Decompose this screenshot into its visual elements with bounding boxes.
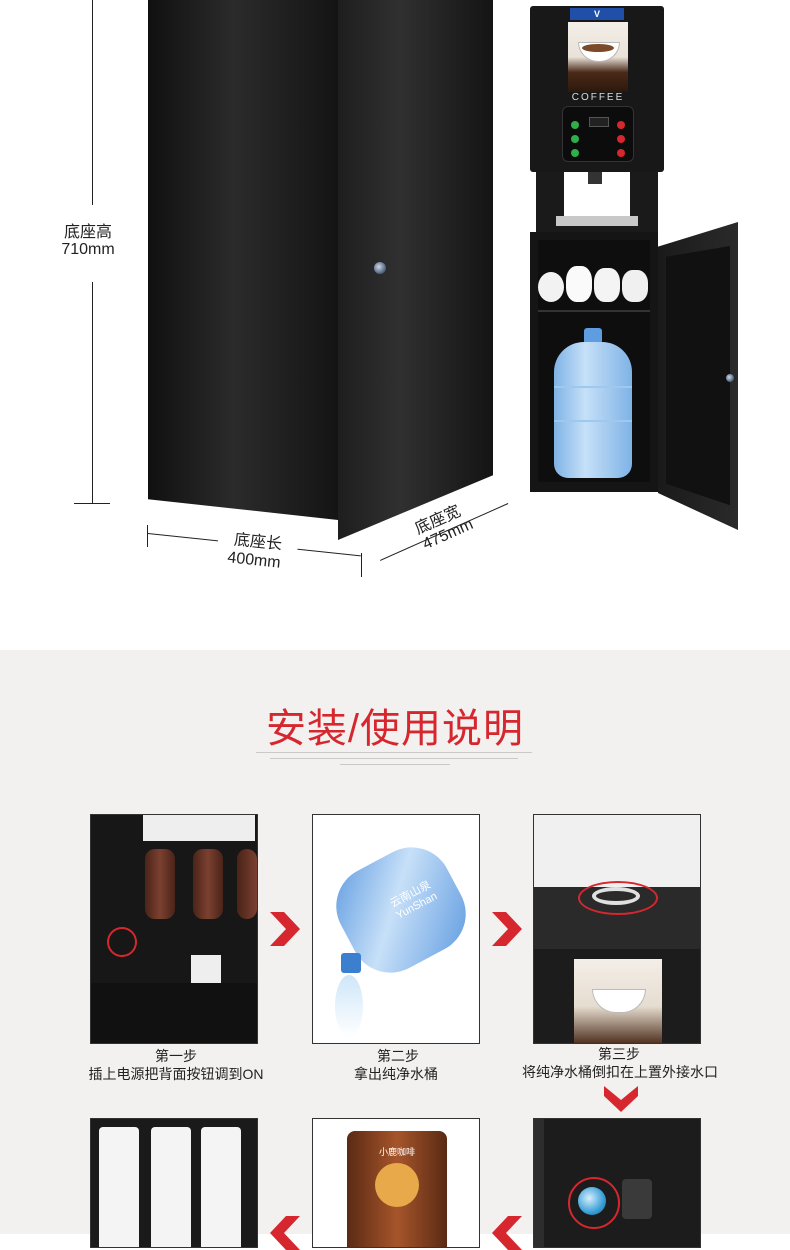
water-jug	[554, 328, 632, 478]
key-lock-highlight	[568, 1177, 620, 1229]
length-dimension-tick	[147, 525, 148, 547]
height-dimension-line	[92, 0, 93, 205]
panel-word: COFFEE	[571, 92, 625, 103]
height-label: 底座高	[63, 224, 112, 241]
step-4-image	[533, 1118, 701, 1248]
subtitle-placeholder-line	[256, 752, 532, 753]
step-5-image: 小鹿咖啡	[312, 1118, 480, 1248]
water-inlet-highlight	[578, 881, 658, 915]
coffee-bag-label: 小鹿咖啡	[378, 1147, 415, 1157]
prev-arrow-icon	[270, 1216, 300, 1250]
subtitle-placeholder-line	[340, 764, 450, 765]
coffee-display-image	[568, 22, 628, 92]
open-door	[658, 222, 738, 530]
next-arrow-icon	[270, 912, 300, 946]
subtitle-placeholder-line	[270, 758, 518, 759]
step-2-image: 云南山泉 YunShan	[312, 814, 480, 1044]
step-2-desc: 拿出纯净水桶	[354, 1066, 438, 1082]
down-arrow-icon	[604, 1086, 638, 1112]
control-panel	[562, 106, 634, 162]
height-dimension-tick	[74, 503, 110, 504]
guide-title: 安装/使用说明	[265, 707, 525, 751]
step-1-title: 第一步	[155, 1048, 197, 1064]
step-3-image	[533, 814, 701, 1044]
step-2-title: 第二步	[377, 1048, 419, 1064]
step-3-desc: 将纯净水桶倒扣在上置外接水口	[522, 1064, 718, 1080]
height-value: 710mm	[61, 241, 115, 258]
length-dimension-tick	[361, 553, 362, 577]
step-1-desc: 插上电源把背面按钮调到ON	[88, 1066, 264, 1082]
door-lock-icon	[726, 374, 734, 382]
base-cabinet	[148, 0, 493, 540]
step-1-image	[90, 814, 258, 1044]
installation-guide-section: 安装/使用说明 第一步 插上电源把背面按钮调到ON 云南山泉 YunShan 第…	[0, 650, 790, 1250]
cup-stack	[538, 266, 650, 306]
stand-cabinet	[530, 232, 658, 492]
cabinet-lock-icon	[374, 262, 386, 274]
height-dimension-line	[92, 282, 93, 504]
brand-badge: V	[570, 8, 624, 20]
power-switch-highlight	[107, 927, 137, 957]
step-3-title: 第三步	[598, 1046, 640, 1062]
product-dimensions-section: 底座高 710mm 底座长 400mm 底座宽 475mm V COFFEE	[61, 0, 745, 577]
prev-arrow-icon	[492, 1216, 522, 1250]
next-arrow-icon	[492, 912, 522, 946]
step-6-image	[90, 1118, 258, 1248]
coffee-machine: V COFFEE	[530, 0, 745, 540]
